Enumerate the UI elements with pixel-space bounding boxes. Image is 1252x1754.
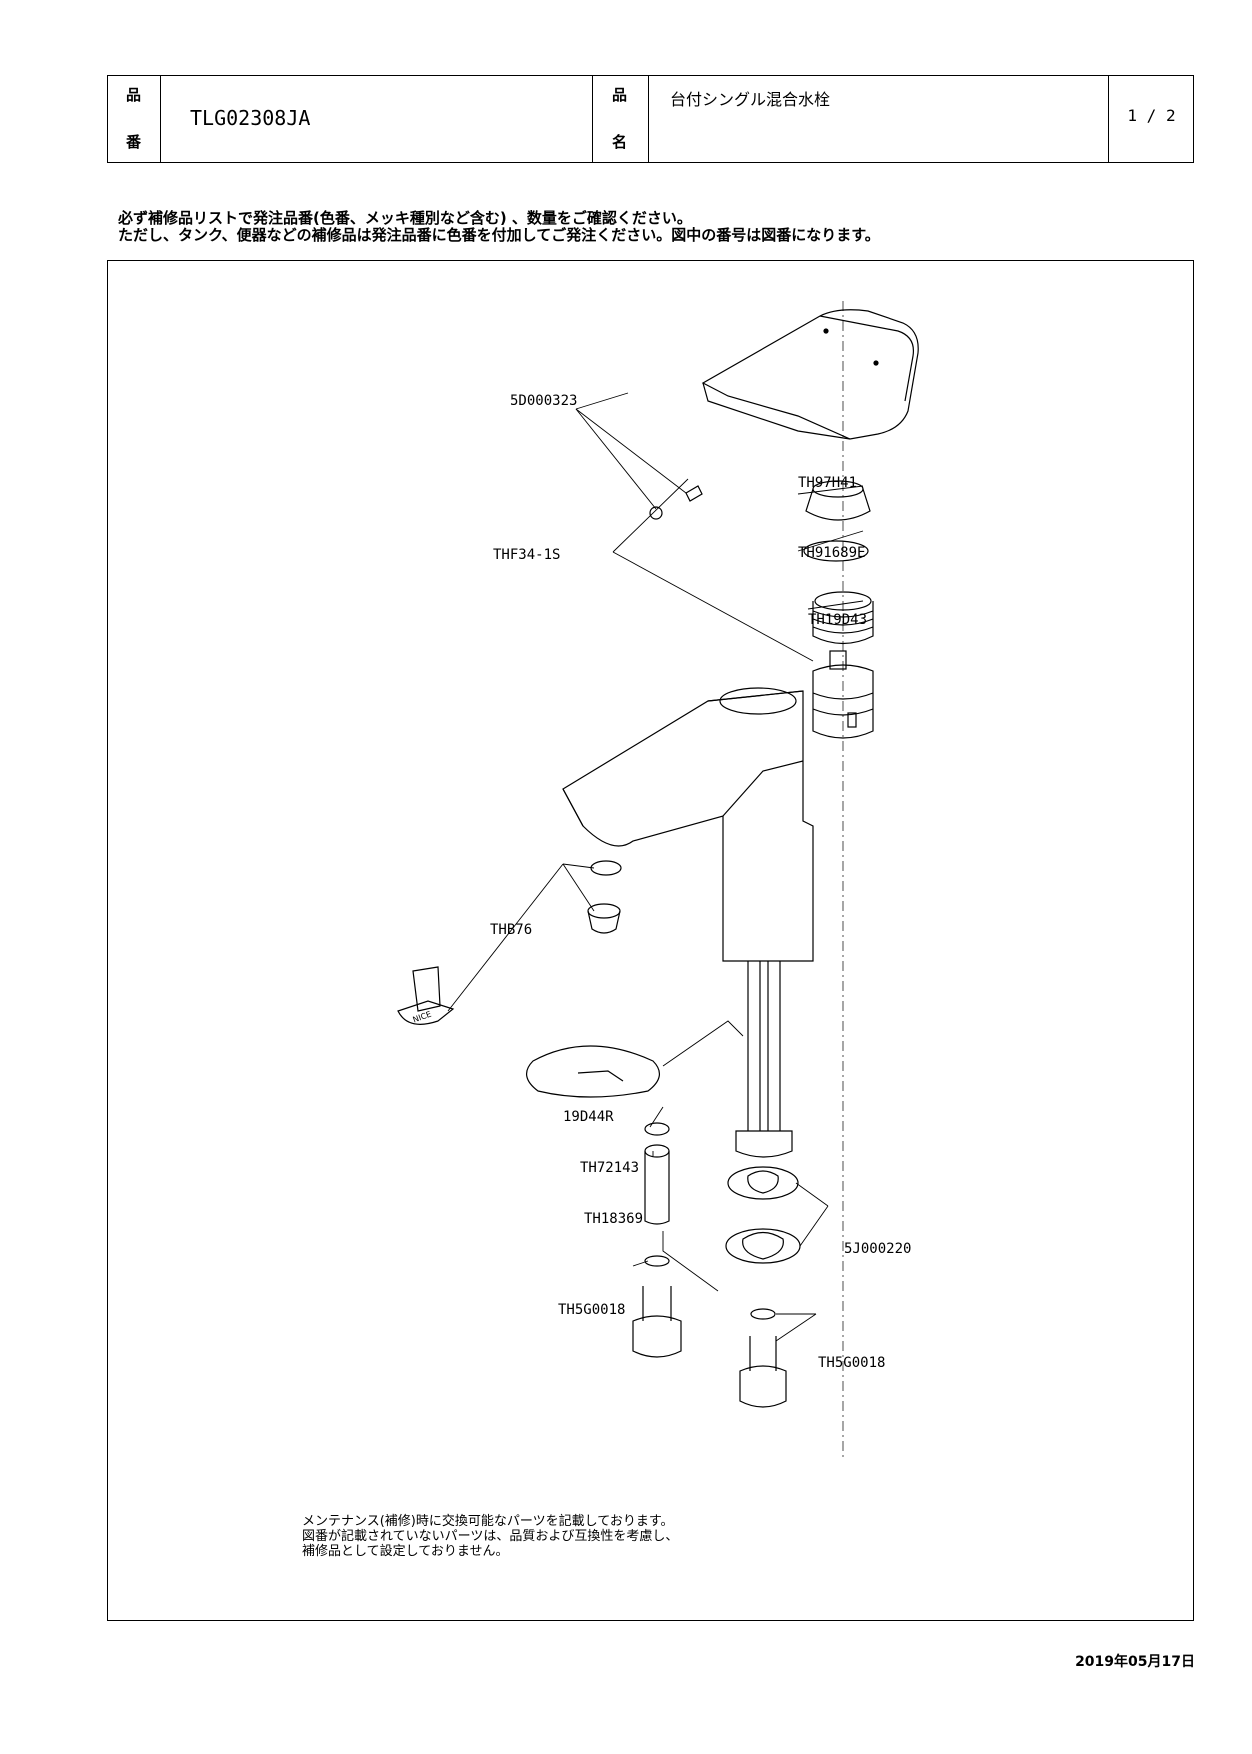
maintenance-note-line-1: メンテナンス(補修)時に交換可能なパーツを記載しております。 (302, 1514, 674, 1529)
product-name-label-2: 名 (612, 133, 628, 151)
header-divider (648, 76, 649, 162)
connector-right (739, 1308, 787, 1408)
part-label-th97h41: TH97H41 (798, 475, 857, 491)
part-label-th18369: TH18369 (584, 1211, 643, 1227)
maintenance-note-line-2: 図番が記載されていないパーツは、品質および互換性を考慮し、 (302, 1529, 679, 1544)
part-label-5j000220: 5J000220 (844, 1241, 911, 1257)
faucet-body (562, 687, 814, 962)
aerator (587, 860, 622, 934)
part-label-th91689e: TH91689E (798, 545, 865, 561)
connector-left (632, 1255, 682, 1358)
cartridge (812, 650, 874, 739)
mounting-plate (526, 1045, 660, 1098)
supply-hoses (735, 961, 793, 1158)
maintenance-note: メンテナンス(補修)時に交換可能なパーツを記載しております。 図番が記載されてい… (302, 1514, 678, 1559)
part-no-label-1: 品 (126, 86, 142, 104)
part-label-thb76: THB76 (490, 922, 532, 938)
fixing-rings (725, 1166, 801, 1264)
lever-handle (701, 309, 919, 440)
header-divider (1108, 76, 1109, 162)
aerator-wrench: NICE (397, 966, 455, 1025)
header-divider (592, 76, 593, 162)
header-table: 品 番 TLG02308JA 品 名 台付シングル混合水栓 1 / 2 (107, 75, 1194, 163)
order-note-line-2: ただし、タンク、便器などの補修品は発注品番に色番を付加してご発注ください。図中の… (118, 226, 880, 244)
exploded-view-drawing: NICE (107, 260, 1194, 1621)
part-no-label-2: 番 (126, 133, 142, 151)
o-ring (803, 540, 869, 562)
wrench-mark: NICE (412, 1010, 433, 1025)
part-label-5d000323: 5D000323 (510, 393, 577, 409)
product-name: 台付シングル混合水栓 (670, 90, 831, 109)
part-number: TLG02308JA (190, 106, 311, 130)
issue-date: 2019年05月17日 (1075, 1654, 1195, 1670)
product-name-label-1: 品 (612, 86, 628, 104)
order-notes: 必ず補修品リストで発注品番(色番、メッキ種別など含む) 、数量をご確認ください。… (118, 210, 880, 244)
washer (644, 1122, 670, 1136)
set-screw (649, 485, 703, 520)
part-label-th5g0018-left: TH5G0018 (558, 1302, 625, 1318)
part-label-th19d43: TH19D43 (808, 612, 867, 628)
part-label-th72143: TH72143 (580, 1160, 639, 1176)
stud-bolt (644, 1144, 670, 1225)
page-number: 1 / 2 (1127, 106, 1176, 125)
leader-lines (447, 392, 864, 1342)
threaded-nut (812, 591, 874, 645)
exploded-view-svg: NICE (397, 301, 919, 1461)
part-label-thf34-1s: THF34-1S (493, 547, 560, 563)
cap-nut (805, 480, 871, 521)
header-divider (160, 76, 161, 162)
maintenance-note-line-3: 補修品として設定しておりません。 (302, 1544, 509, 1559)
order-note-line-1: 必ず補修品リストで発注品番(色番、メッキ種別など含む) 、数量をご確認ください。 (118, 209, 692, 227)
part-label-th5g0018-right: TH5G0018 (818, 1355, 885, 1371)
part-label-19d44r: 19D44R (563, 1109, 614, 1125)
